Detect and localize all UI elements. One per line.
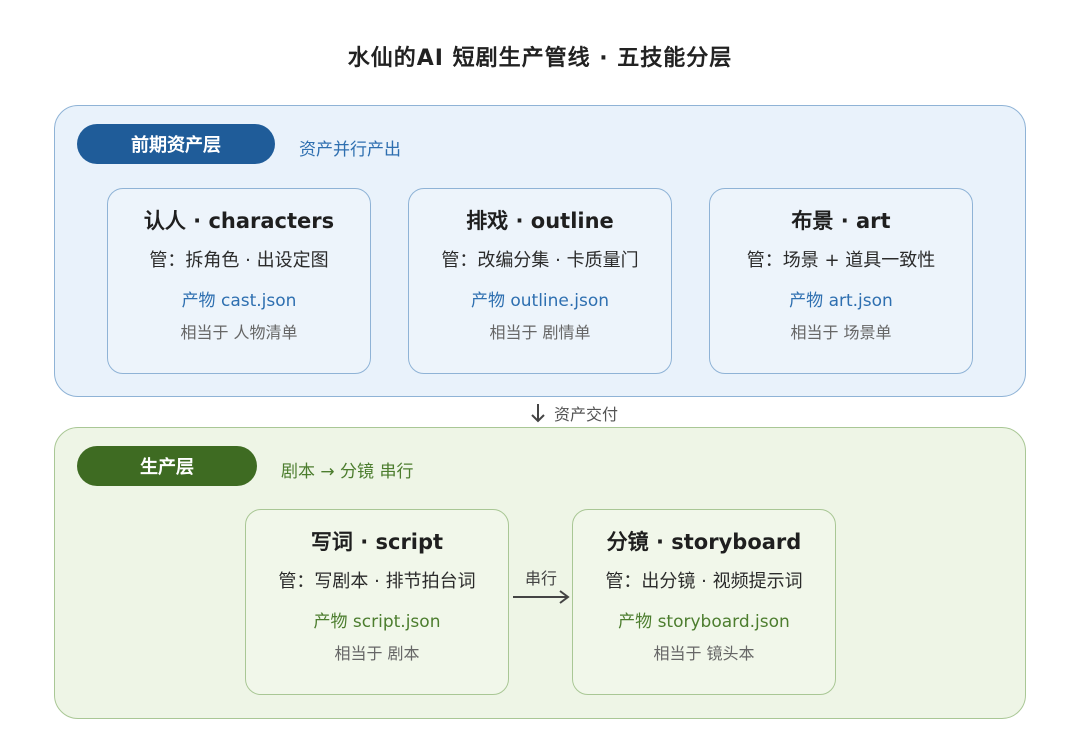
card-output: 产物 outline.json — [470, 291, 610, 311]
serial-label: 串行 — [524, 569, 557, 588]
card-output: 产物 script.json — [313, 612, 441, 632]
card-output: 产物 art.json — [789, 291, 893, 311]
handoff-label: 资产交付 — [554, 405, 619, 424]
outline-card: 排戏 · outline 管：改编分集 · 卡质量门 产物 outline.js… — [408, 188, 672, 374]
card-title: 认人 · characters — [143, 209, 335, 233]
card-equivalent: 相当于 剧本 — [334, 644, 420, 663]
pre-layer-subtitle: 资产并行产出 — [299, 140, 401, 160]
card-role: 管：写剧本 · 排节拍台词 — [278, 571, 476, 592]
art-card: 布景 · art 管：场景 + 道具一致性 产物 art.json 相当于 场景… — [709, 188, 973, 374]
production-layer-badge: 生产层 — [77, 446, 257, 486]
pre-production-layer: 前期资产层 资产并行产出 认人 · characters 管：拆角色 · 出设定… — [54, 105, 1026, 397]
card-title: 排戏 · outline — [466, 209, 614, 233]
card-role: 管：拆角色 · 出设定图 — [149, 250, 329, 271]
arrow-down-icon — [531, 404, 545, 423]
card-equivalent: 相当于 场景单 — [790, 323, 892, 342]
characters-card: 认人 · characters 管：拆角色 · 出设定图 产物 cast.jso… — [107, 188, 371, 374]
card-title: 分镜 · storyboard — [606, 530, 802, 554]
card-role: 管：改编分集 · 卡质量门 — [441, 250, 639, 271]
card-role: 管：场景 + 道具一致性 — [746, 250, 936, 271]
card-role: 管：出分镜 · 视频提示词 — [605, 571, 803, 592]
storyboard-card: 分镜 · storyboard 管：出分镜 · 视频提示词 产物 storybo… — [572, 509, 836, 695]
card-equivalent: 相当于 剧情单 — [489, 323, 591, 342]
production-layer: 生产层 剧本 → 分镜 串行 写词 · script 管：写剧本 · 排节拍台词… — [54, 427, 1026, 719]
serial-connector: 串行 — [509, 565, 573, 609]
card-equivalent: 相当于 人物清单 — [180, 323, 298, 342]
pre-layer-badge: 前期资产层 — [77, 124, 275, 164]
arrow-right-icon — [513, 590, 570, 604]
card-title: 布景 · art — [791, 209, 891, 233]
production-layer-subtitle: 剧本 → 分镜 串行 — [281, 462, 414, 482]
card-title: 写词 · script — [310, 530, 444, 554]
diagram-title: 水仙的AI 短剧生产管线 · 五技能分层 — [347, 46, 733, 71]
script-card: 写词 · script 管：写剧本 · 排节拍台词 产物 script.json… — [245, 509, 509, 695]
asset-handoff: 资产交付 — [528, 401, 618, 425]
card-output: 产物 cast.json — [181, 291, 297, 311]
card-equivalent: 相当于 镜头本 — [653, 644, 755, 663]
card-output: 产物 storyboard.json — [618, 612, 790, 632]
